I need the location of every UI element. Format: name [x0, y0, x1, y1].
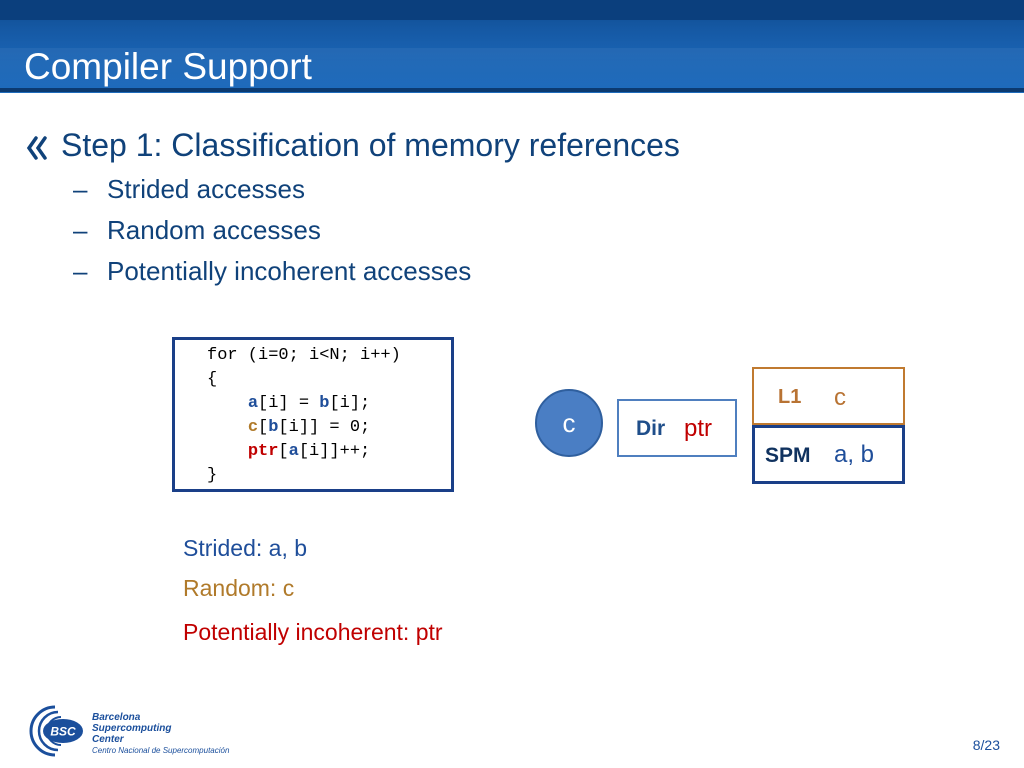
directory-box — [617, 399, 737, 457]
code-line: { — [207, 370, 218, 389]
directory-value: ptr — [684, 415, 713, 442]
class-random: Random: c — [183, 575, 295, 601]
code-frag: [ — [278, 442, 289, 461]
subbullet-random: –Random accesses — [73, 215, 321, 245]
directory-label: Dir — [636, 417, 666, 440]
code-box — [172, 337, 454, 492]
slide-title: Compiler Support — [24, 46, 312, 87]
code-var-c: c — [247, 418, 259, 437]
page-number: 8/23 — [972, 737, 1000, 753]
logo-line: Barcelona — [92, 712, 141, 723]
code-frag: [i]] = 0; — [278, 418, 371, 437]
header-glow — [0, 48, 1024, 88]
code-var-b: b — [319, 394, 330, 413]
core-circle — [535, 389, 603, 457]
spm-label: SPM — [765, 444, 811, 467]
code-var-b: b — [268, 418, 279, 437]
l1-cache-box — [752, 367, 905, 425]
subbullet-incoherent: –Potentially incoherent accesses — [73, 256, 472, 286]
bsc-logo-icon: BSC — [29, 705, 83, 757]
spm-value: a, b — [834, 441, 875, 468]
header-top-stripe — [0, 0, 1024, 20]
header-rule — [0, 88, 1024, 92]
subbullet-strided: –Strided accesses — [73, 174, 305, 204]
code-snippet: for (i=0; i<N; i++) { a[i] = b[i]; c[b[i… — [207, 344, 401, 488]
logo-line: Center — [92, 734, 124, 745]
code-var-a: a — [288, 442, 299, 461]
core-label: c — [562, 408, 576, 438]
l1-label: L1 — [778, 386, 802, 408]
logo-name: Barcelona Supercomputing Center — [92, 712, 171, 745]
logo-mark: BSC — [50, 725, 76, 739]
code-line: } — [207, 466, 218, 485]
bullet-step1: Step 1: Classification of memory referen… — [61, 127, 680, 163]
code-frag: [ — [258, 418, 269, 437]
spm-box — [752, 425, 905, 484]
subbullet-text: Random accesses — [107, 215, 321, 245]
code-line: for (i=0; i<N; i++) — [207, 346, 401, 365]
code-var-ptr: ptr — [247, 442, 279, 461]
class-strided: Strided: a, b — [183, 535, 308, 561]
logo-line: Supercomputing — [92, 723, 172, 734]
class-incoherent: Potentially incoherent: ptr — [183, 619, 443, 645]
code-frag: [i] = — [258, 394, 320, 413]
l1-value: c — [834, 384, 846, 411]
code-var-a: a — [247, 394, 259, 413]
logo-subtitle: Centro Nacional de Supercomputación — [92, 746, 230, 755]
bullet-marker-icon — [26, 136, 47, 160]
code-frag: [i]; — [329, 394, 371, 413]
subbullet-text: Potentially incoherent accesses — [107, 256, 472, 286]
code-frag: [i]]++; — [298, 442, 371, 461]
subbullet-text: Strided accesses — [107, 174, 305, 204]
